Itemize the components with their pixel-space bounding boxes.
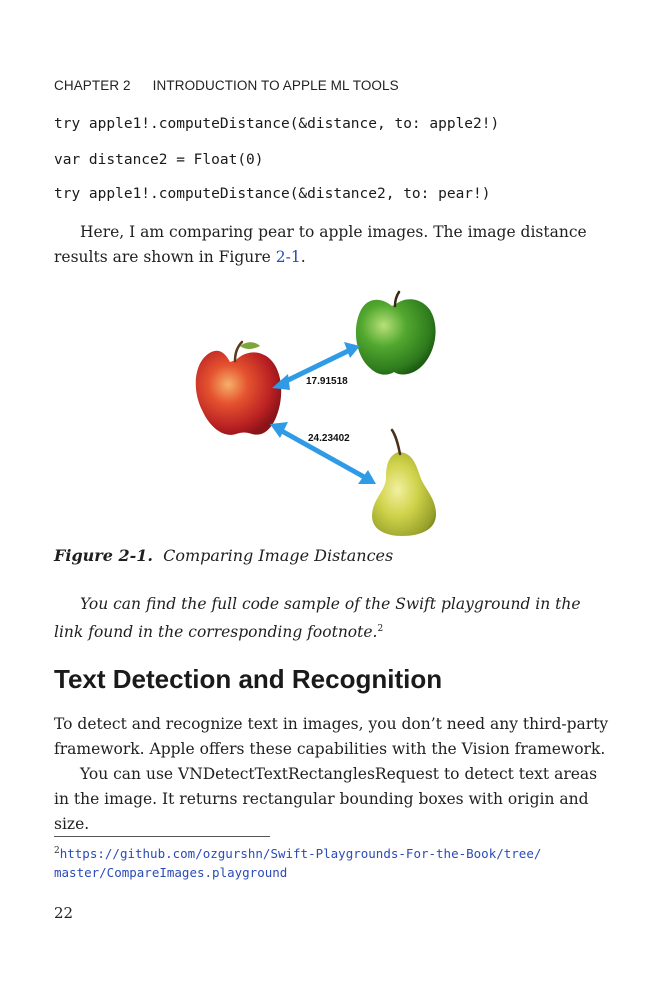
running-head: CHAPTER 2 INTRODUCTION TO APPLE ML TOOLS	[54, 78, 399, 93]
intro-paragraph: Here, I am comparing pear to apple image…	[54, 223, 587, 266]
distance-arrow-top	[272, 342, 360, 390]
chapter-title: INTRODUCTION TO APPLE ML TOOLS	[152, 78, 399, 93]
figure-caption: Figure 2-1. Comparing Image Distances	[54, 546, 393, 565]
red-apple-image	[195, 340, 282, 435]
section-paragraph-1: To detect and recognize text in images, …	[54, 715, 609, 758]
figure-caption-text: Comparing Image Distances	[163, 546, 394, 565]
section-paragraph-2: You can use VNDetectTextRectanglesReques…	[54, 765, 598, 833]
code-line-2: var distance2 = Float(0)	[54, 152, 264, 168]
footnote: 2https://github.com/ozgurshn/Swift-Playg…	[54, 842, 614, 882]
green-apple-image	[355, 290, 436, 375]
chapter-label: CHAPTER 2	[54, 78, 131, 93]
figure-image-distances: 17.91518 24.23402	[180, 286, 460, 536]
distance-arrow-bottom	[270, 422, 376, 484]
code-line-1: try apple1!.computeDistance(&distance, t…	[54, 116, 500, 132]
code-line-3: try apple1!.computeDistance(&distance2, …	[54, 186, 491, 202]
footnote-number: 2	[54, 846, 60, 856]
note-paragraph: You can find the full code sample of the…	[54, 595, 581, 642]
footnote-marker[interactable]: 2	[377, 624, 384, 634]
footnote-divider	[54, 836, 270, 837]
distance-label-top: 17.91518	[306, 376, 348, 387]
pear-image	[372, 428, 436, 536]
footnote-link-line-2[interactable]: master/CompareImages.playground	[54, 865, 288, 881]
distance-label-bottom: 24.23402	[308, 433, 350, 444]
section-heading: Text Detection and Recognition	[54, 664, 443, 694]
page-number: 22	[54, 904, 74, 922]
figure-caption-label: Figure 2-1.	[54, 546, 153, 565]
figure-reference-link[interactable]: 2-1	[275, 248, 301, 266]
footnote-link-line-1[interactable]: https://github.com/ozgurshn/Swift-Playgr…	[59, 846, 542, 862]
